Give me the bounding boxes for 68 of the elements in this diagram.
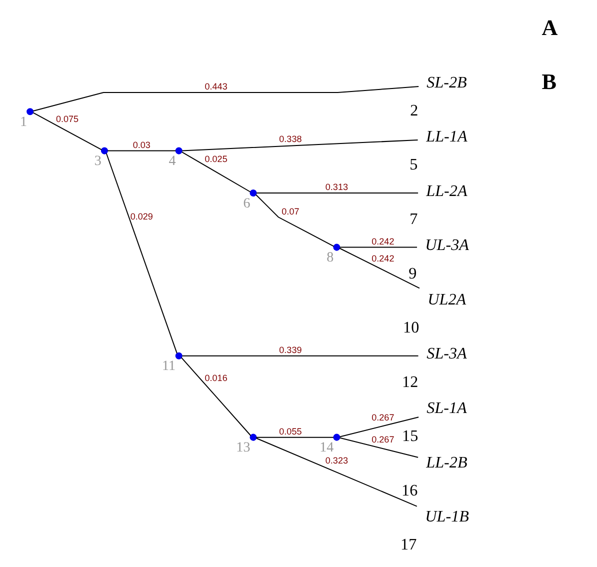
edge-label: 0.338 bbox=[279, 134, 302, 144]
edge-label: 0.339 bbox=[279, 345, 302, 356]
edge-label: 0.242 bbox=[372, 236, 394, 246]
label: B bbox=[542, 69, 557, 94]
edge-label: 0.443 bbox=[204, 82, 228, 92]
edge-label: 0.029 bbox=[130, 211, 153, 222]
connector bbox=[106, 153, 178, 354]
connector bbox=[33, 86, 419, 112]
edge-label: 0.025 bbox=[204, 154, 228, 164]
connector bbox=[340, 416, 419, 438]
label: A bbox=[542, 14, 558, 40]
connector bbox=[340, 437, 418, 458]
edge-label: 0.07 bbox=[282, 206, 300, 216]
connector bbox=[108, 150, 176, 152]
node-circle bbox=[333, 244, 340, 251]
connector bbox=[182, 355, 418, 356]
node-circle bbox=[26, 108, 34, 116]
node-label: 2 bbox=[410, 102, 418, 120]
node-label: 6 bbox=[243, 195, 250, 212]
node-text: LL-2B bbox=[426, 454, 468, 472]
node-label: 12 bbox=[402, 374, 418, 391]
node-label: 7 bbox=[410, 210, 418, 228]
node-text: SL-2B bbox=[426, 74, 467, 92]
edge-label: 0.016 bbox=[204, 373, 228, 384]
connector bbox=[32, 112, 102, 150]
node-text: SL-1A bbox=[426, 400, 467, 417]
node-label: 14 bbox=[320, 440, 334, 456]
edge-label: 0.267 bbox=[372, 434, 394, 445]
edge-label: 0.055 bbox=[279, 426, 302, 436]
node-text: UL-1B bbox=[425, 508, 469, 526]
node-label: 16 bbox=[402, 482, 418, 500]
node-label: 5 bbox=[410, 156, 418, 174]
edge-label: 0.323 bbox=[325, 456, 348, 466]
connector bbox=[256, 192, 418, 194]
node-circle bbox=[333, 434, 340, 441]
node-label: 11 bbox=[162, 358, 176, 374]
node-text: LL-1A bbox=[426, 128, 468, 146]
edge-label: 0.267 bbox=[372, 412, 394, 422]
node-label: 1 bbox=[20, 114, 28, 130]
node-label: 9 bbox=[408, 265, 417, 282]
node-circle bbox=[250, 434, 257, 441]
node-text: SL-3A bbox=[426, 346, 467, 363]
node-label: 8 bbox=[326, 250, 334, 266]
edge-label: 0.313 bbox=[325, 182, 348, 192]
edge-label: 0.242 bbox=[372, 254, 394, 264]
edge-label: 0.03 bbox=[132, 140, 150, 150]
connector bbox=[255, 194, 334, 247]
connector bbox=[182, 140, 418, 152]
connector bbox=[256, 438, 418, 507]
edge-label: 0.075 bbox=[56, 114, 79, 124]
connector bbox=[340, 246, 418, 248]
node-circle bbox=[175, 352, 182, 360]
node-label: 3 bbox=[94, 153, 102, 170]
node-label: 13 bbox=[236, 440, 250, 456]
node-text: LL-2A bbox=[426, 182, 468, 200]
node-label: 10 bbox=[403, 320, 420, 337]
node-circle bbox=[100, 147, 108, 154]
connector bbox=[339, 248, 420, 289]
connector bbox=[256, 436, 334, 438]
connector bbox=[181, 357, 252, 436]
node-label: 17 bbox=[400, 536, 417, 554]
node-text: UL-3A bbox=[425, 237, 469, 254]
node-circle bbox=[175, 147, 182, 154]
node-label: 15 bbox=[402, 428, 418, 446]
connector bbox=[182, 152, 251, 192]
node-circle bbox=[250, 190, 257, 197]
node-text: UL2A bbox=[428, 291, 466, 308]
node-label: 4 bbox=[168, 153, 176, 170]
